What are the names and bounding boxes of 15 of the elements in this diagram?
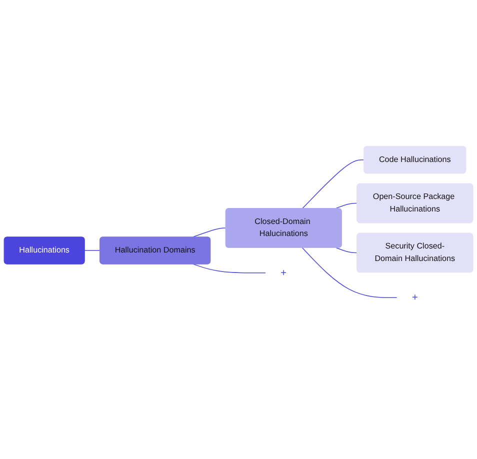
node-box: Hallucination Domains — [100, 236, 211, 264]
connector — [302, 247, 398, 298]
connector — [336, 202, 358, 209]
node-box: Open-Source Package Hallucinations — [356, 183, 474, 224]
node-box: Closed-Domain Halucinations — [225, 208, 342, 248]
node-box: Code Hallucinations — [364, 146, 466, 174]
node-box: Hallucinations — [4, 236, 85, 264]
connector — [84, 250, 100, 251]
connector — [192, 264, 266, 274]
connector — [302, 159, 364, 209]
node-text: + — [412, 292, 418, 304]
node-text: + — [280, 267, 287, 278]
connector — [336, 247, 358, 254]
connector — [192, 228, 226, 238]
node-box: Security Closed-Domain Hallucinations — [356, 232, 474, 273]
